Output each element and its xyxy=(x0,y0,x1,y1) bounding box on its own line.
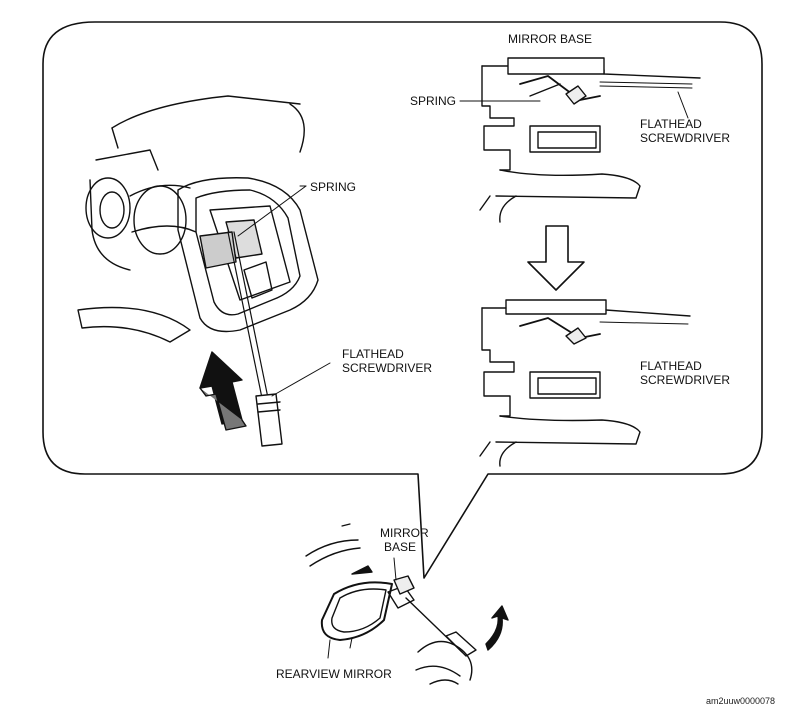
label-flathead-mid-1: FLATHEAD xyxy=(640,359,702,373)
bottom-scene xyxy=(305,523,509,685)
label-flathead-left-1: FLATHEAD xyxy=(342,347,404,361)
label-flathead-left-2: SCREWDRIVER xyxy=(342,361,433,375)
label-mirror-base-bottom-2: BASE xyxy=(384,540,417,554)
label-flathead-top-2: SCREWDRIVER xyxy=(640,131,731,145)
callout-bubble xyxy=(42,21,763,579)
transition-arrow xyxy=(527,225,585,291)
label-mirror-base-bottom-1: MIRROR xyxy=(380,526,429,540)
label-mirror-base-top: MIRROR BASE xyxy=(508,32,593,46)
screwdriver-shaft xyxy=(227,231,263,399)
label-spring-top: SPRING xyxy=(410,94,457,108)
label-flathead-mid-2: SCREWDRIVER xyxy=(640,373,731,387)
right-top-detail xyxy=(459,57,701,223)
mirror-mount xyxy=(177,177,319,333)
label-rearview-mirror: REARVIEW MIRROR xyxy=(276,667,392,681)
label-flathead-top-1: FLATHEAD xyxy=(640,117,702,131)
left-detail-illustration xyxy=(77,95,331,447)
rotate-arrow xyxy=(485,605,509,651)
right-middle-detail xyxy=(479,299,691,467)
label-spring-left: SPRING xyxy=(310,180,357,194)
rearview-mirror-shape xyxy=(320,581,393,641)
figure-code: am2uuw0000078 xyxy=(706,696,776,706)
